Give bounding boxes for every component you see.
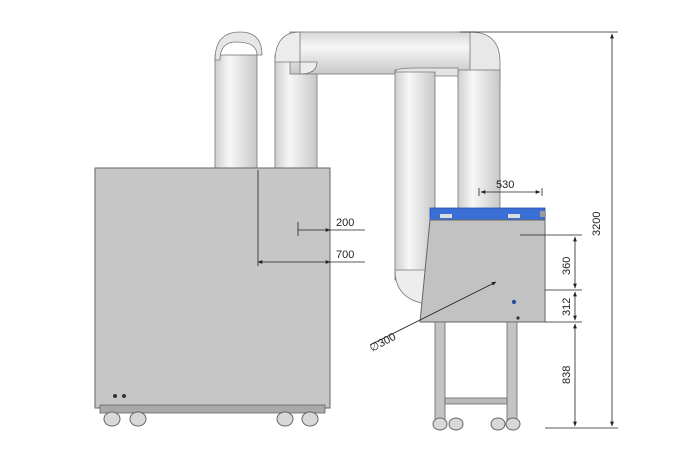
- top-horizontal-duct: [274, 31, 501, 83]
- dim-duct-diameter: ∅300: [368, 331, 398, 355]
- dim-stand-height: 838: [561, 366, 573, 384]
- dim-pipe-gap: 530: [496, 179, 514, 191]
- diameter-value: 300: [376, 331, 398, 350]
- housing-caster-wheels: [103, 411, 319, 427]
- dim-hood-height: 360: [561, 257, 573, 275]
- dimension-lines: [257, 31, 618, 429]
- dim-offset-700: 700: [336, 249, 354, 261]
- workstation-stand: [432, 321, 521, 431]
- dim-offset-200: 200: [336, 217, 354, 229]
- workstation-hood: [419, 207, 546, 323]
- extraction-housing: [94, 167, 331, 427]
- dim-total-height: 3200: [591, 212, 603, 236]
- dim-cabinet-height: 312: [561, 298, 573, 316]
